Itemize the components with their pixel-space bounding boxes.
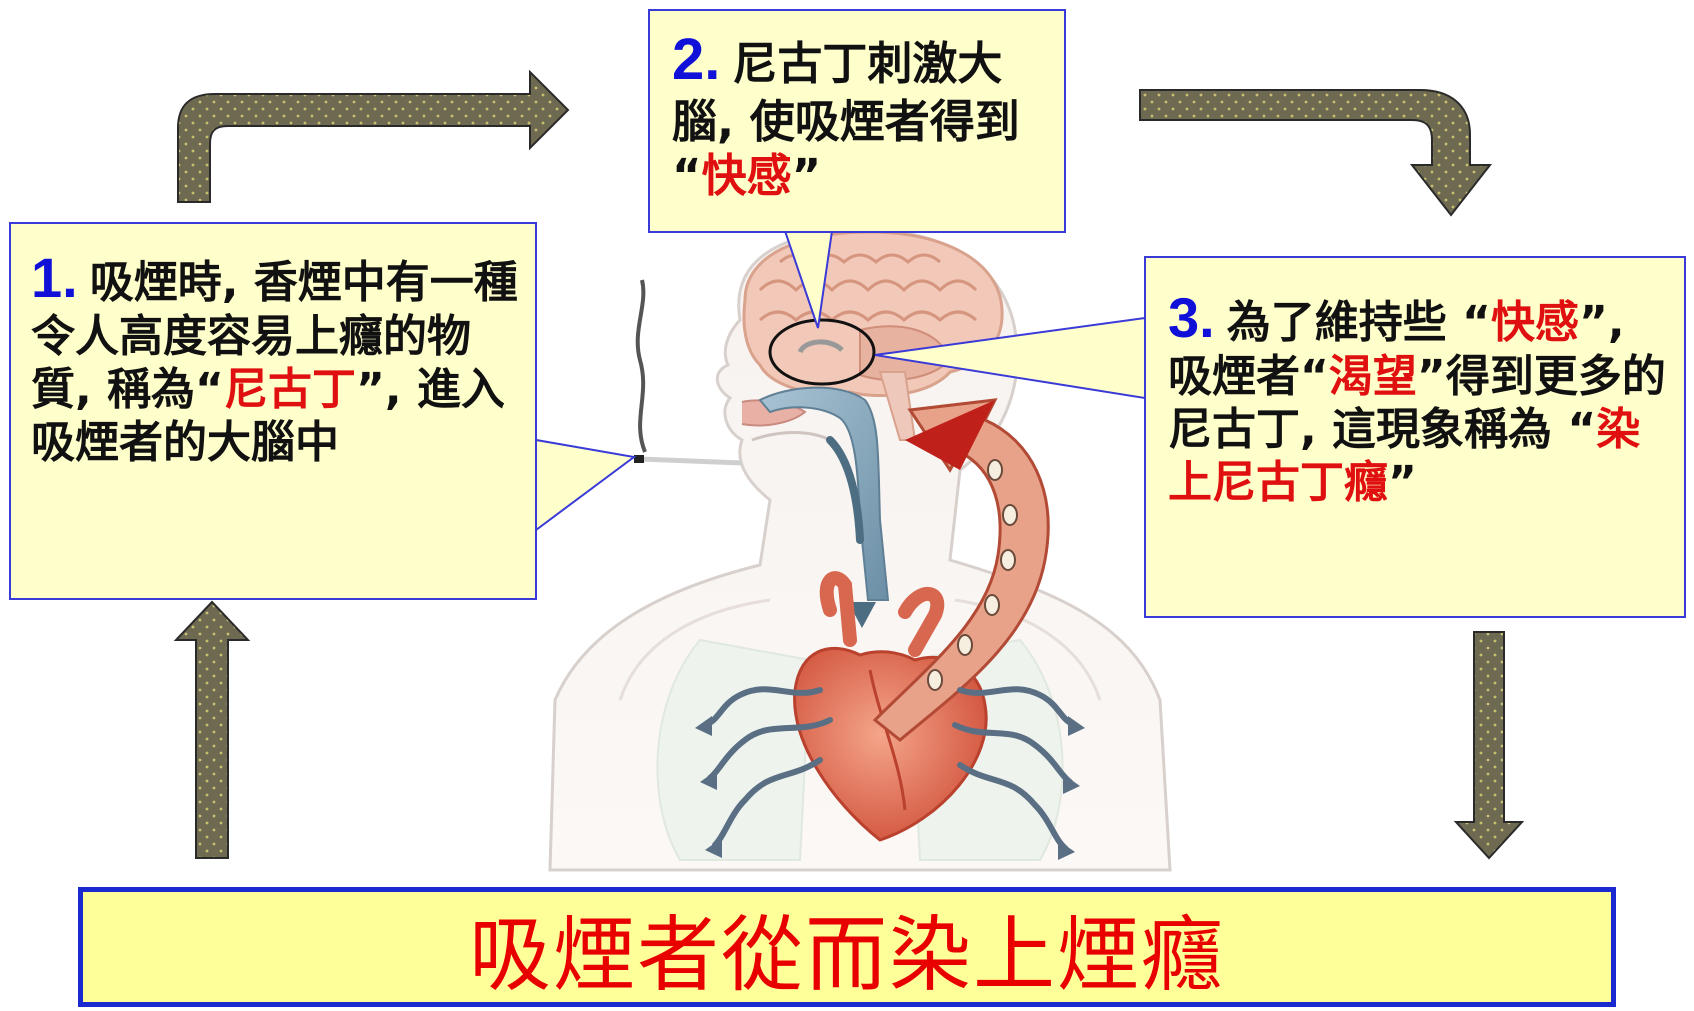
step-3-callout: 3.為了維持些 “快感”, 吸煙者“渴望”得到更多的尼古丁, 這現象稱為 “染上… — [1144, 256, 1686, 618]
step-1-callout: 1.吸煙時, 香煙中有一種令人高度容易上癮的物質, 稱為“尼古丁”, 進入吸煙者… — [9, 222, 537, 600]
step-1-highlight: 尼古丁 — [224, 364, 356, 415]
step-3-text-a: 為了維持些 “ — [1227, 297, 1491, 348]
step-2-text-b: ” — [792, 149, 822, 202]
step-2-callout: 2.尼古丁刺激大腦, 使吸煙者得到 “快感” — [648, 9, 1066, 233]
step-3-number: 3. — [1168, 286, 1215, 349]
step-2-highlight: 快感 — [702, 149, 792, 202]
step-3-text-d: ” — [1388, 457, 1417, 508]
step-1-number: 1. — [31, 246, 78, 309]
step-2-number: 2. — [672, 27, 720, 92]
conclusion-text: 吸煙者從而染上煙癮 — [469, 888, 1225, 1007]
step-3-highlight-craving: 渴望 — [1329, 351, 1417, 402]
conclusion-banner: 吸煙者從而染上煙癮 — [78, 887, 1616, 1007]
step-3-highlight-pleasure: 快感 — [1491, 297, 1579, 348]
